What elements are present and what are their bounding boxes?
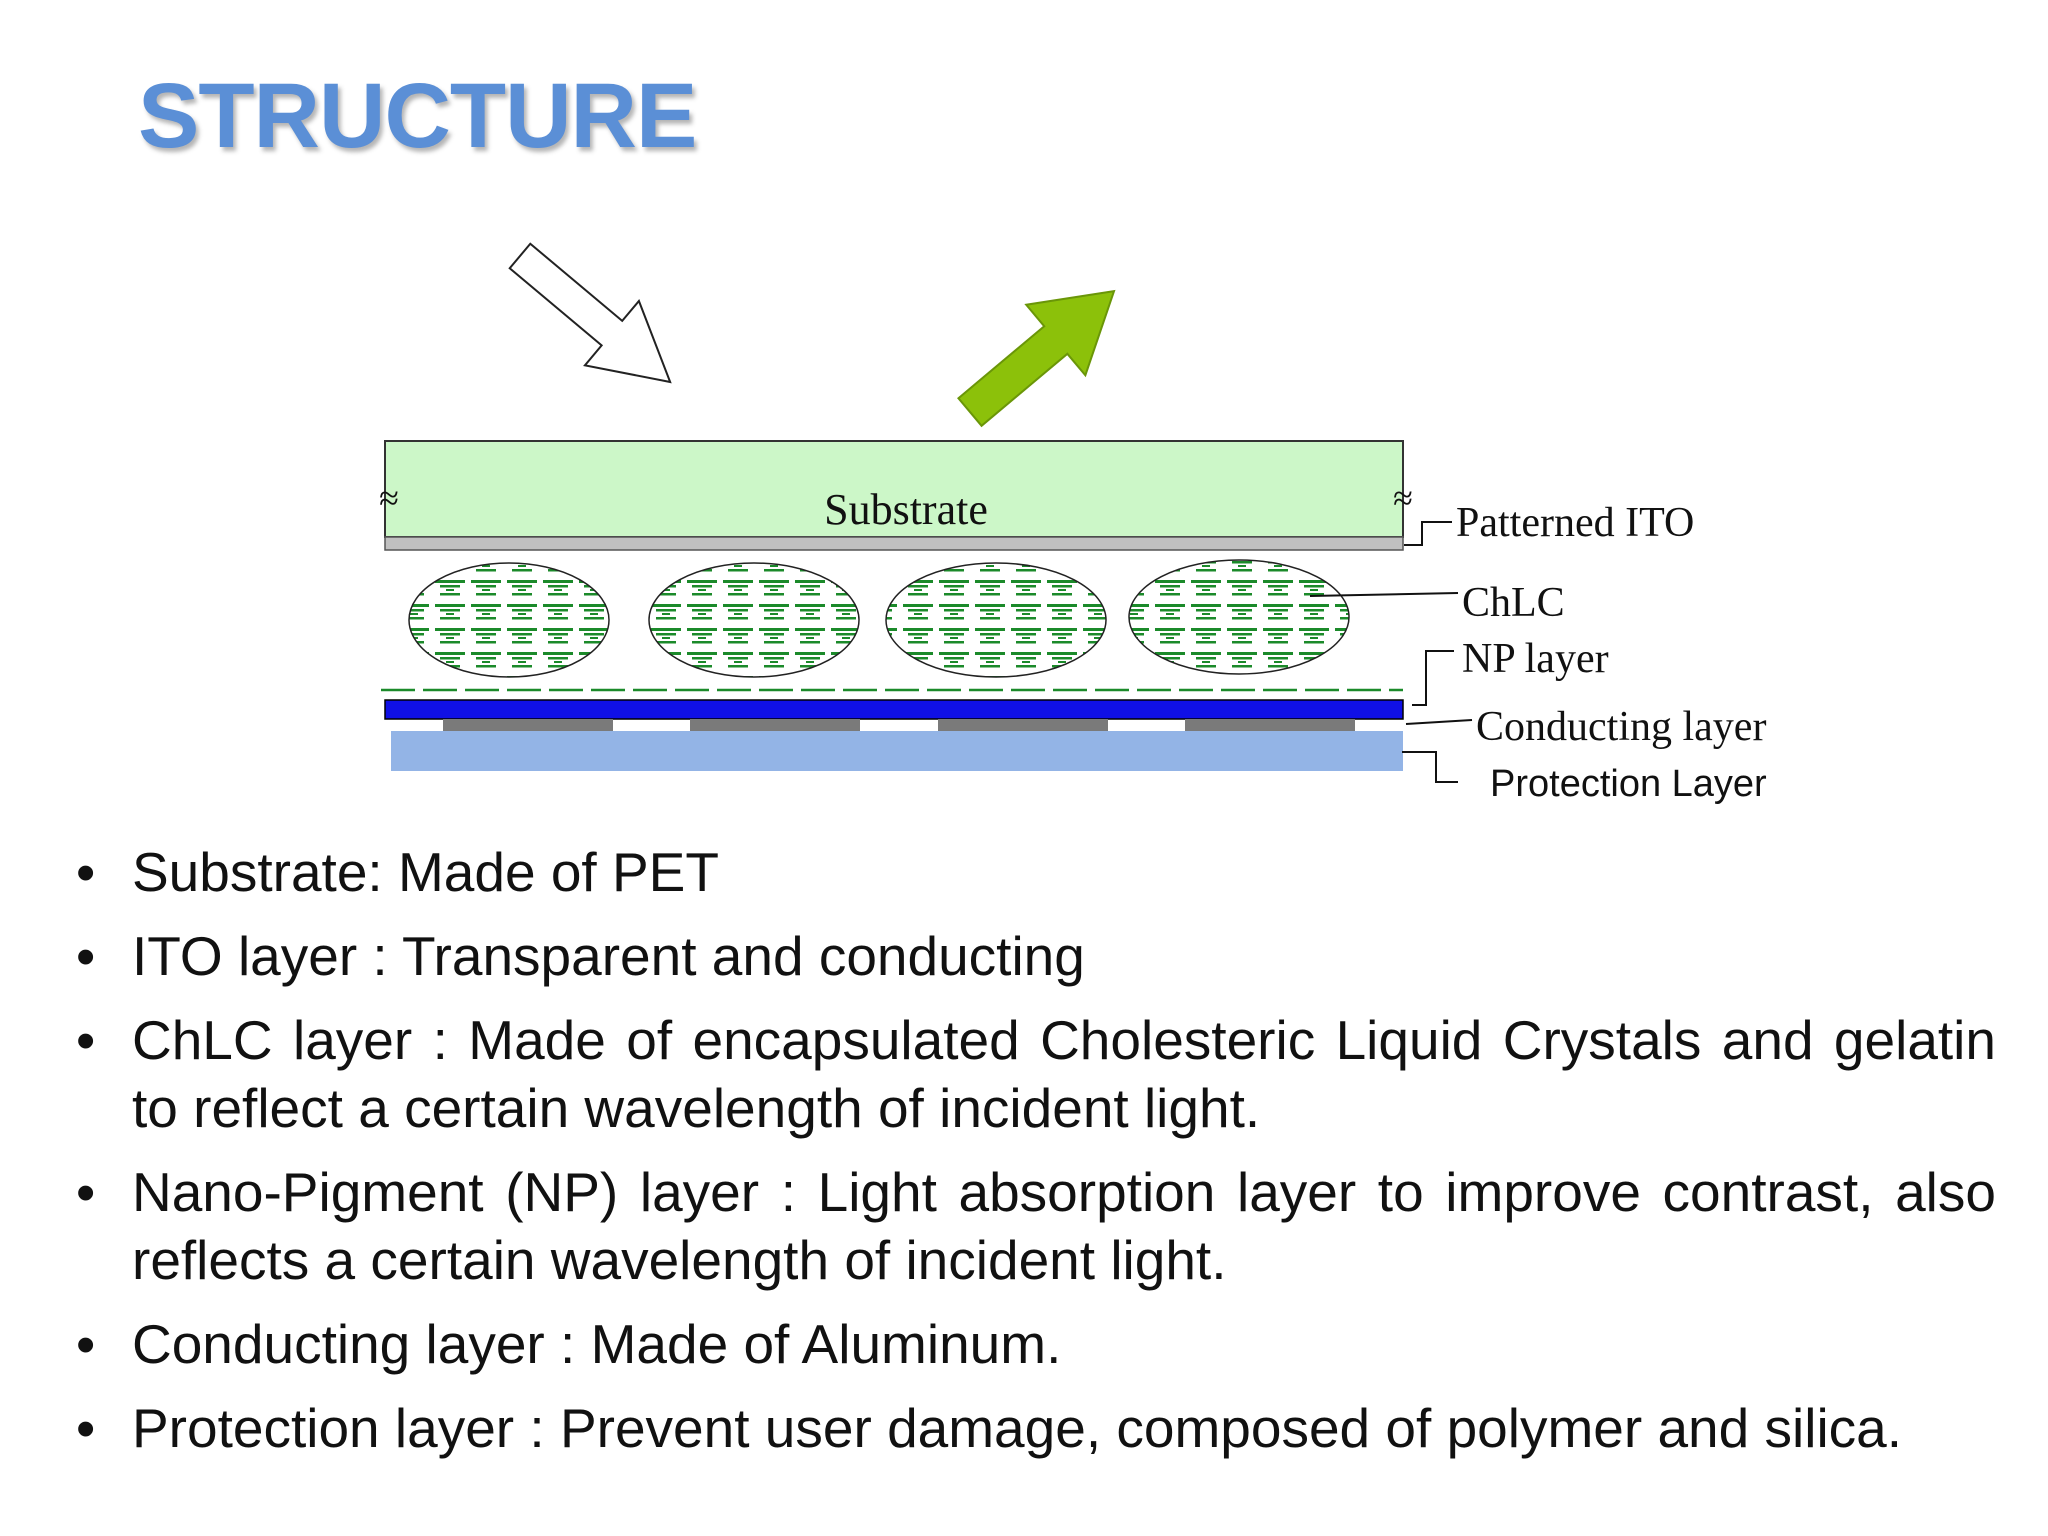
bullet-item-ito: • ITO layer : Transparent and conducting bbox=[76, 922, 1996, 990]
bullet-text: ITO layer : Transparent and conducting bbox=[132, 925, 1085, 987]
label-protection-layer: Protection Layer bbox=[1490, 763, 1767, 805]
chlc-capsule bbox=[408, 562, 610, 678]
bullet-item-np: • Nano-Pigment (NP) layer : Light absorp… bbox=[76, 1158, 1996, 1294]
label-conducting-layer: Conducting layer bbox=[1476, 704, 1766, 750]
label-np-layer: NP layer bbox=[1462, 636, 1609, 682]
bullet-item-substrate: • Substrate: Made of PET bbox=[76, 838, 1996, 906]
label-chlc: ChLC bbox=[1462, 580, 1565, 626]
bullet-list: • Substrate: Made of PET • ITO layer : T… bbox=[76, 838, 1996, 1478]
leader-lines bbox=[1309, 521, 1473, 783]
bullet-item-conducting: • Conducting layer : Made of Aluminum. bbox=[76, 1310, 1996, 1378]
chlc-capsule bbox=[1128, 559, 1350, 675]
ito-layer bbox=[384, 536, 1404, 551]
bullet-text: ChLC layer : Made of encapsulated Choles… bbox=[132, 1009, 1996, 1139]
np-layer bbox=[384, 699, 1404, 720]
substrate-label: Substrate bbox=[824, 485, 988, 534]
bullet-text: Protection layer : Prevent user damage, … bbox=[132, 1397, 1903, 1459]
break-mark-left: ≈ bbox=[379, 478, 399, 518]
protection-layer bbox=[391, 731, 1403, 771]
conducting-strip bbox=[443, 719, 613, 731]
bullet-dot: • bbox=[76, 1397, 96, 1459]
bullet-dot: • bbox=[76, 1313, 96, 1375]
chlc-capsule bbox=[648, 562, 860, 678]
substrate-layer bbox=[384, 440, 1404, 538]
structure-diagram: Substrate ≈ ≈ Patterned ITO ChLC NP laye… bbox=[379, 242, 1767, 805]
break-mark-right: ≈ bbox=[1393, 478, 1413, 518]
bullet-text: Conducting layer : Made of Aluminum. bbox=[132, 1313, 1062, 1375]
bullet-text: Substrate: Made of PET bbox=[132, 841, 719, 903]
bullet-dot: • bbox=[76, 1161, 96, 1223]
bullet-dot: • bbox=[76, 1009, 96, 1071]
bullet-dot: • bbox=[76, 925, 96, 987]
bullet-dot: • bbox=[76, 841, 96, 903]
chlc-capsule bbox=[885, 562, 1107, 678]
incident-light-arrow-icon bbox=[508, 242, 672, 384]
bullet-text: Nano-Pigment (NP) layer : Light absorpti… bbox=[132, 1161, 1996, 1291]
conducting-strip bbox=[938, 719, 1108, 731]
bullet-item-chlc: • ChLC layer : Made of encapsulated Chol… bbox=[76, 1006, 1996, 1142]
conducting-strip bbox=[1185, 719, 1355, 731]
reflected-light-arrow-icon bbox=[957, 289, 1116, 428]
slide-title: STRUCTURE bbox=[138, 65, 697, 167]
conducting-strip bbox=[690, 719, 860, 731]
bullet-item-protection: • Protection layer : Prevent user damage… bbox=[76, 1394, 1996, 1462]
label-patterned-ito: Patterned ITO bbox=[1456, 500, 1694, 546]
